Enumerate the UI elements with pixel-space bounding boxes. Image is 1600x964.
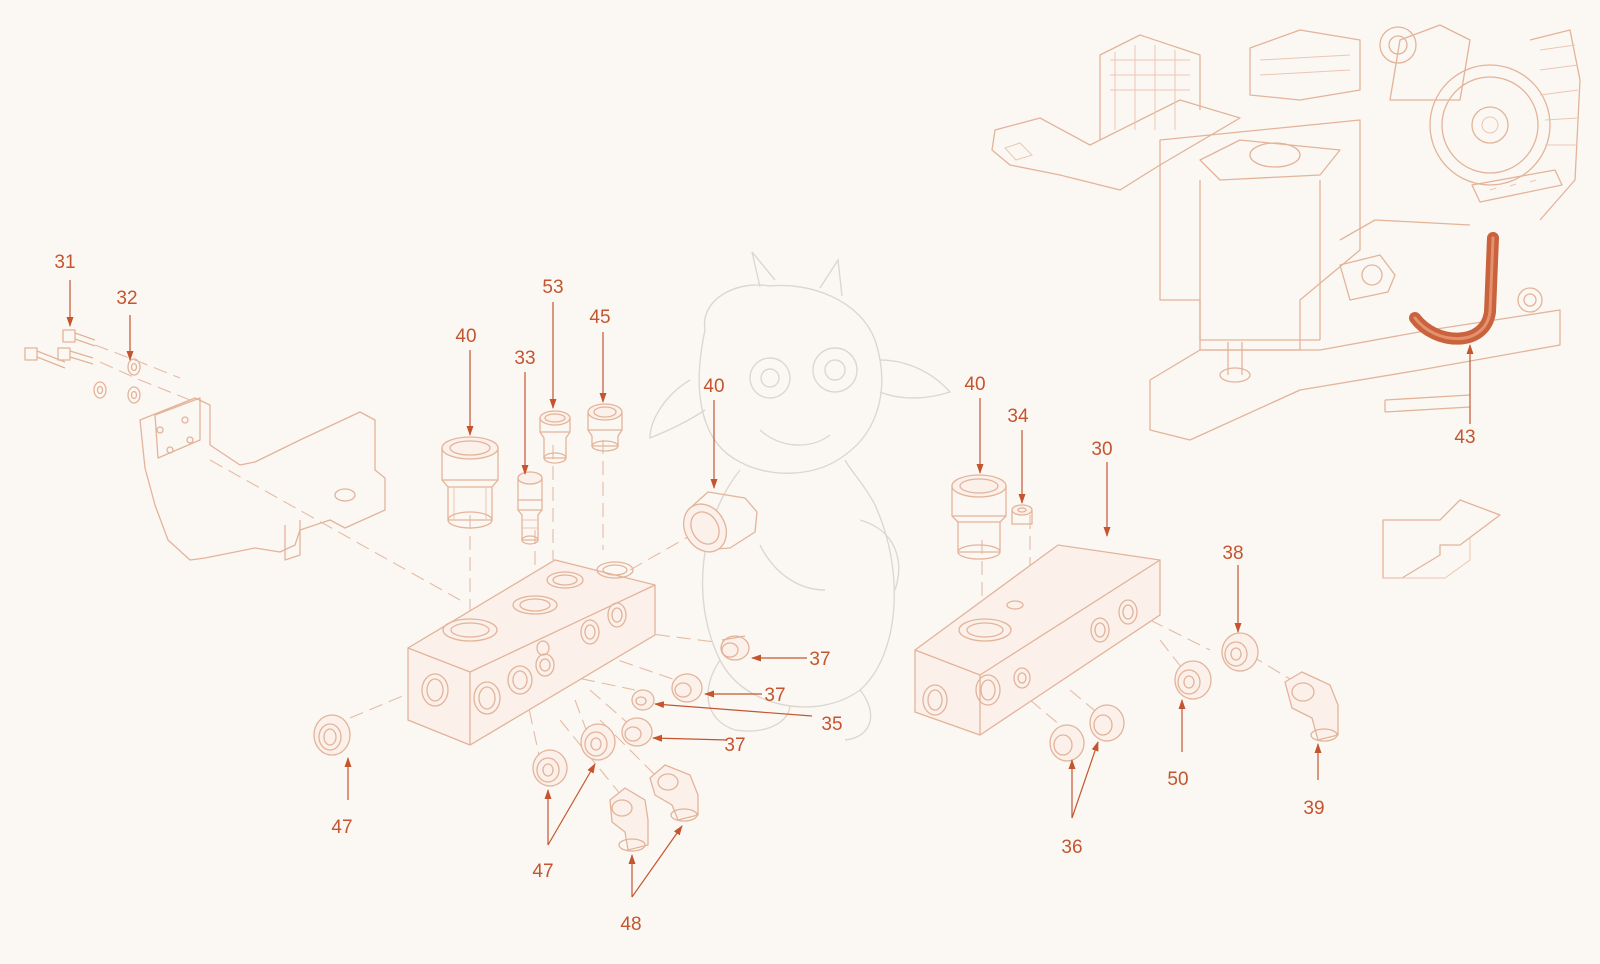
plug-35 [631,689,655,711]
fitting-47-lower-b [580,723,616,761]
assembly-lines [94,344,1301,801]
engine-chassis-assembly [991,24,1581,441]
fitting-47-left [313,714,351,756]
callout-53: 53 [542,277,563,298]
washers-32 [93,358,141,404]
plugs-36 [1049,704,1125,762]
fitting-47-lower-a [532,749,568,787]
callout-45: 45 [589,307,610,328]
manifold-block-right [914,544,1161,736]
fitting-40-right [951,474,1007,560]
plug-37-upper [720,635,750,661]
plug-37-middle [671,673,703,703]
callout-50: 50 [1167,769,1188,790]
callout-37: 37 [809,649,830,670]
callout-37: 37 [764,685,785,706]
direction-arrow-icon [1382,499,1501,579]
callout-36: 36 [1061,837,1082,858]
fitting-40-middle [682,491,758,553]
dragon-mascot-watermark [649,251,952,741]
hose-43 [1409,232,1499,345]
callout-39: 39 [1303,798,1324,819]
callout-33: 33 [514,348,535,369]
manifold-block-left [407,559,656,746]
callout-38: 38 [1222,543,1243,564]
callout-43: 43 [1454,427,1475,448]
callout-35: 35 [821,714,842,735]
elbow-39 [1284,671,1339,742]
callout-labels: 31 32 40 33 53 45 40 40 34 30 43 38 37 3… [54,252,1475,935]
plug-37-lower [621,717,653,747]
callout-30: 30 [1091,439,1112,460]
callout-32: 32 [116,288,137,309]
callout-47: 47 [532,861,553,882]
callout-48: 48 [620,914,641,935]
callout-40: 40 [455,326,476,347]
fitting-50 [1174,660,1212,700]
fitting-33 [517,471,543,545]
elbow-48-a [609,787,649,852]
callout-34: 34 [1007,406,1029,427]
bolts-31 [24,329,96,369]
fitting-53 [539,410,571,464]
callout-37: 37 [724,735,745,756]
fitting-40-left [441,436,499,529]
plug-34 [1011,504,1033,525]
mounting-bracket [139,397,386,561]
callout-40: 40 [964,374,985,395]
callout-31: 31 [54,252,75,273]
callout-47: 47 [331,817,352,838]
fitting-38 [1221,632,1259,672]
elbow-48-b [649,764,699,822]
fitting-45 [587,403,623,452]
callout-40: 40 [703,376,724,397]
leader-lines [66,280,1474,898]
